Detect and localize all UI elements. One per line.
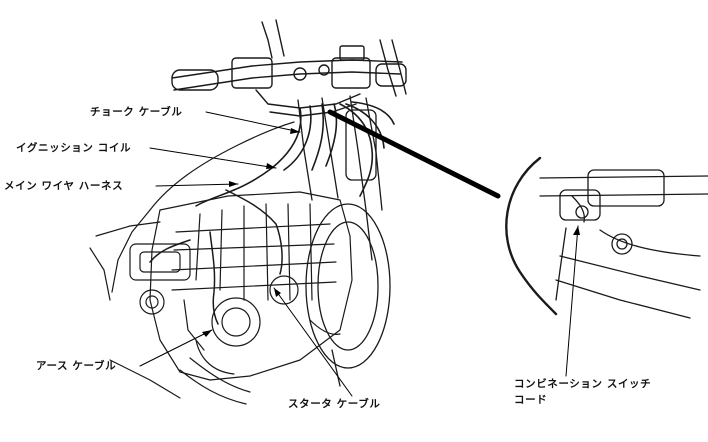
ignition-coil-label: イグニッション コイル [16, 142, 132, 154]
leader-lines [139, 111, 579, 397]
combination-switch-cord-label-line1: コンビネーション スイッチ [514, 378, 652, 390]
frame [89, 121, 295, 301]
front-wheel [305, 203, 391, 387]
detail-inset [505, 156, 708, 319]
engine [129, 191, 353, 381]
main-wire-harness-label: メイン ワイヤ ハーネス [4, 180, 124, 192]
exhaust [109, 357, 251, 405]
combination-switch-cord-label-line2: コード [514, 394, 548, 406]
leader-arrowheads [202, 128, 580, 337]
earth-cable-label: アース ケーブル [36, 360, 117, 372]
handlebar [171, 19, 407, 117]
choke-cable-label: チョーク ケーブル [90, 106, 183, 118]
starter-cable-label: スタータ ケーブル [288, 398, 381, 410]
inset-pointer [327, 109, 501, 199]
main-harness-path [149, 189, 283, 325]
